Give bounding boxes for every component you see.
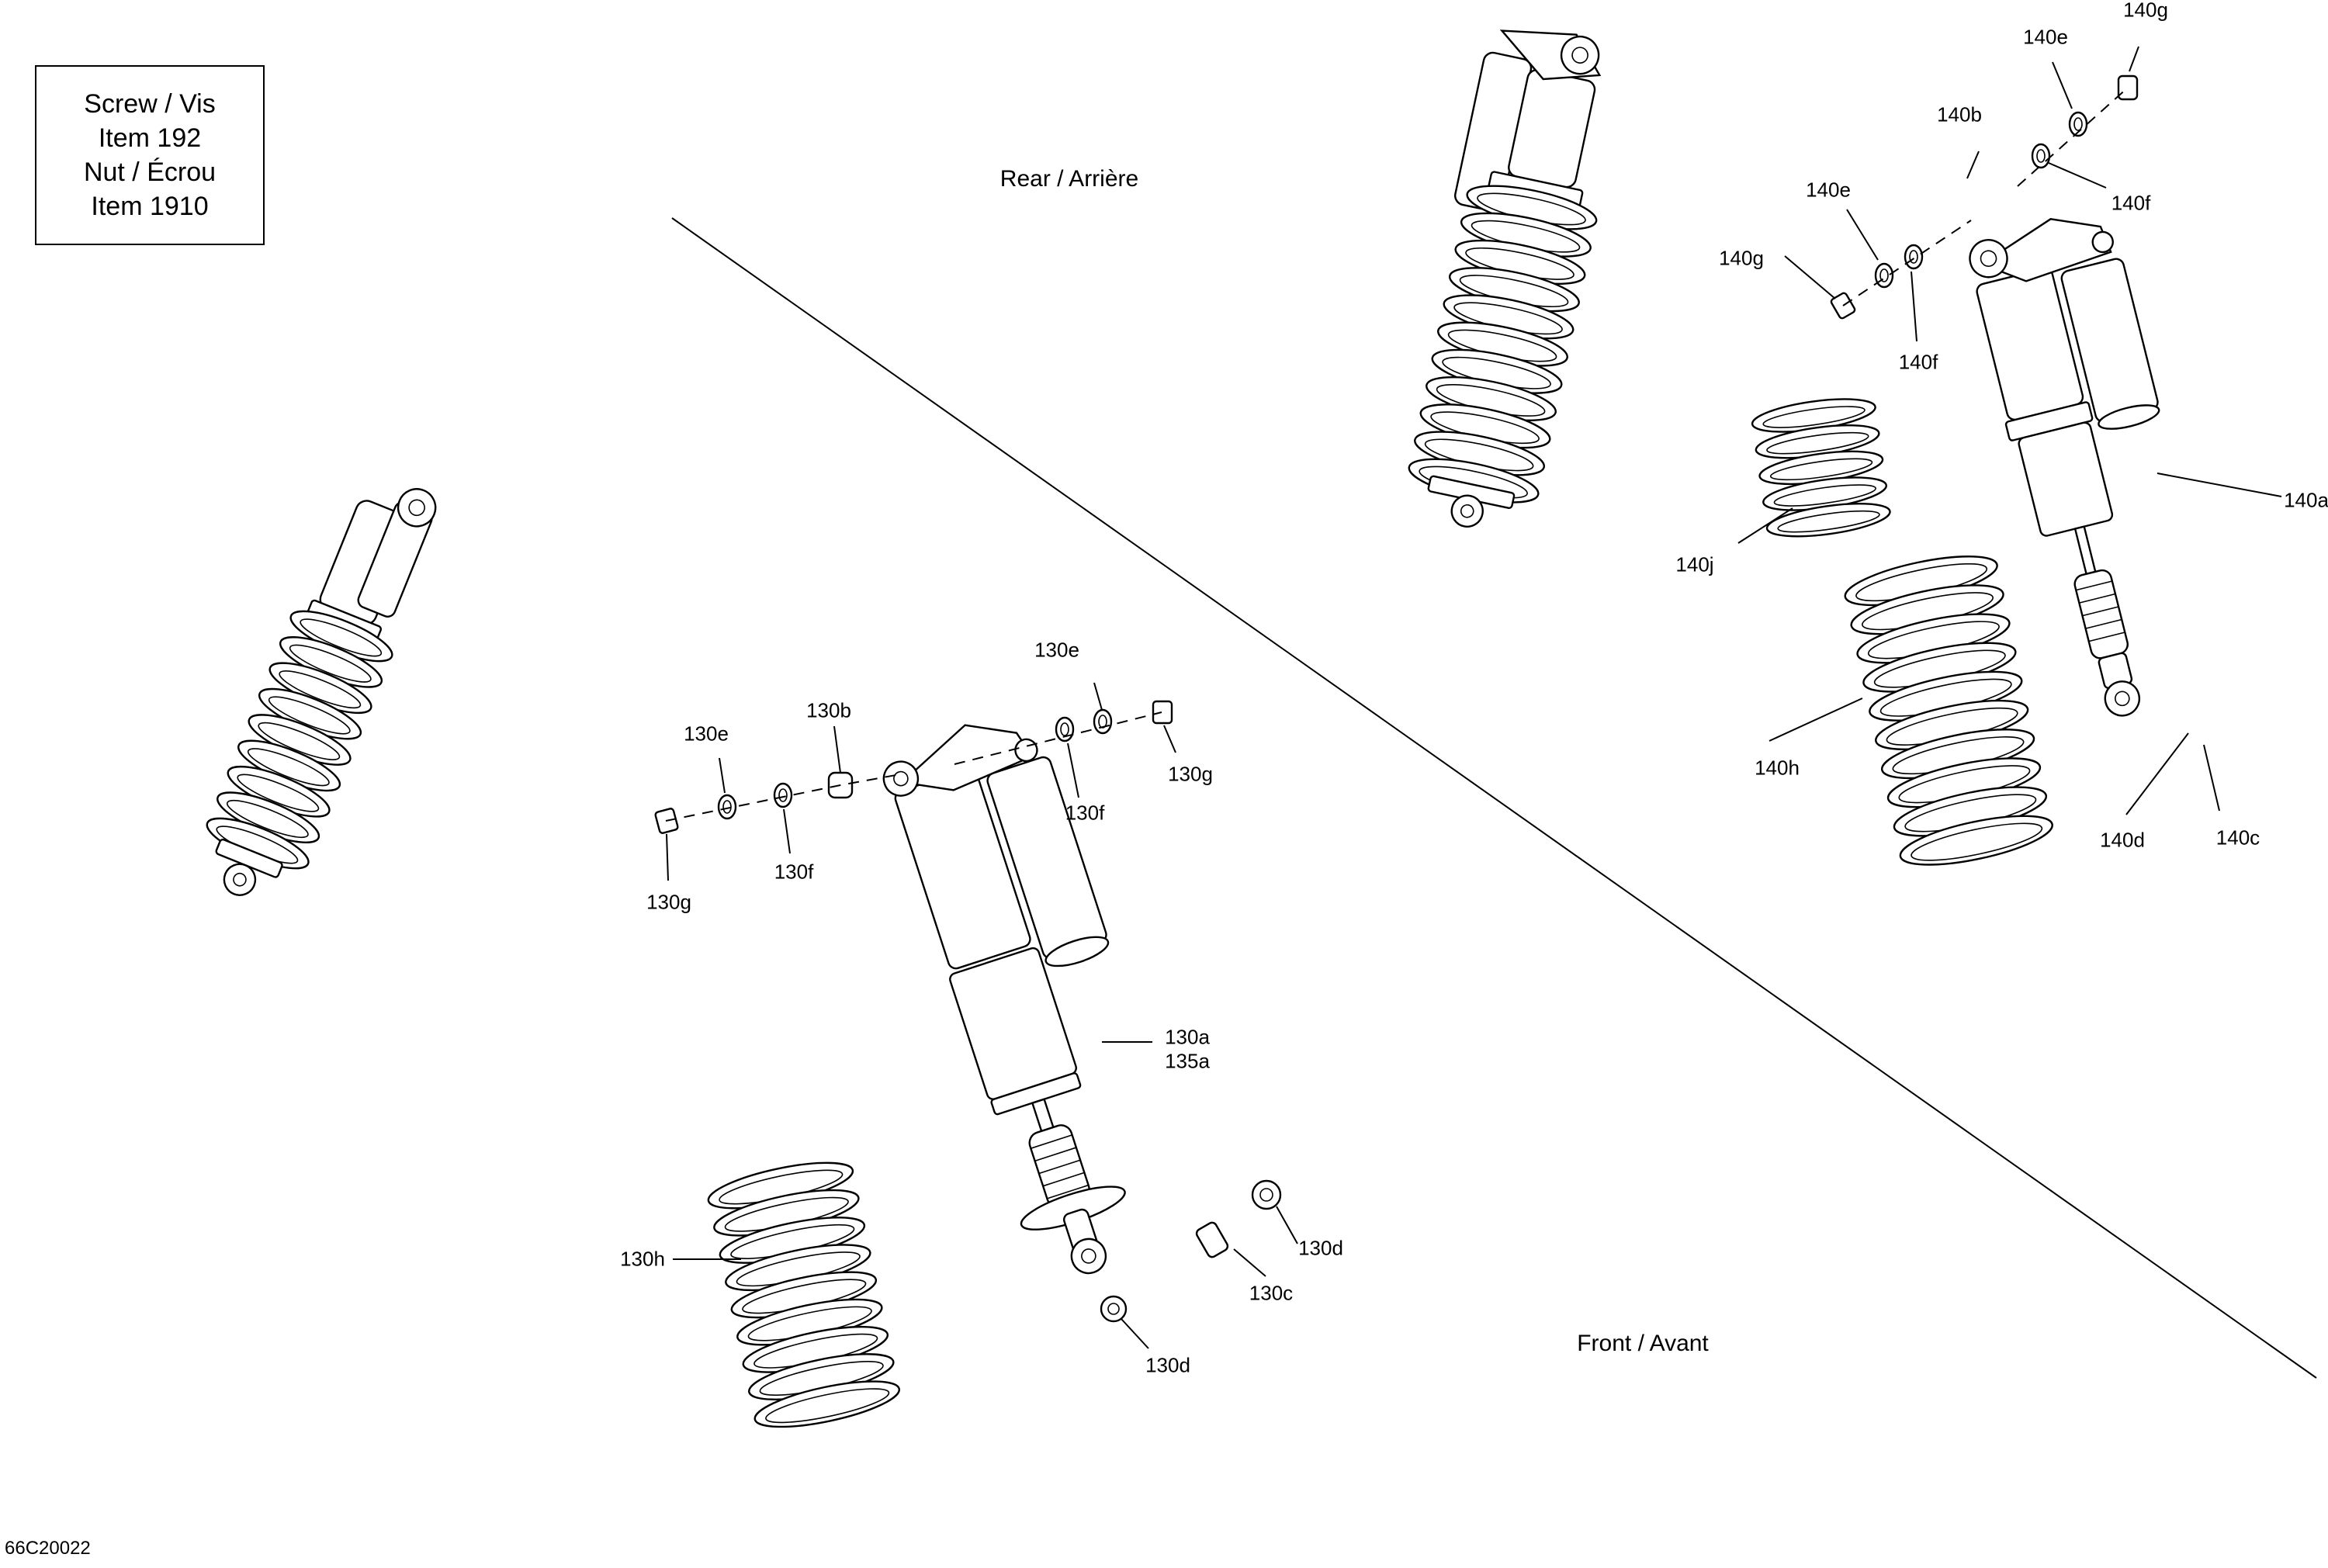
fastener-info-box: Screw / Vis Item 192 Nut / Écrou Item 19… <box>35 65 265 245</box>
left-coil-turn-inner <box>237 774 320 812</box>
assembled-shock-left <box>206 488 437 896</box>
info-nut: Nut / Écrou <box>83 157 217 187</box>
callout-140a: 140a <box>2284 488 2328 512</box>
rear-section-label: Rear / Arrière <box>999 166 1139 192</box>
callout-130d-top: 130d <box>1298 1236 1343 1260</box>
callout-140c: 140c <box>2215 826 2260 850</box>
rear-spring-j-turn-inner <box>1762 406 1866 428</box>
callout-130f-right: 130f <box>1065 801 1105 825</box>
left-coil-turn-inner <box>247 748 330 787</box>
rear-spring-j-turn-inner <box>1769 458 1873 481</box>
callout-130g-right: 130g <box>1168 762 1213 786</box>
section-divider-line <box>671 217 2317 1379</box>
callout-140j: 140j <box>1675 552 1714 576</box>
callout-140b: 140b <box>1937 102 1982 126</box>
rear-spring-140h <box>1844 556 2053 866</box>
leader-lines <box>666 46 2282 1349</box>
front-axis-line <box>665 711 1162 822</box>
front-spring-130h <box>707 1161 901 1428</box>
drawing-code: 66C20022 <box>5 1538 91 1559</box>
rear-spring-j-turn-inner <box>1773 484 1876 507</box>
callout-130e-right: 130e <box>1034 638 1079 662</box>
callout-130d-bottom: 130d <box>1145 1353 1190 1377</box>
info-nut-item: Item 1910 <box>91 192 209 221</box>
rear-spring-h-turn-inner <box>1911 822 2043 861</box>
callout-130e-left: 130e <box>684 722 729 746</box>
front-spring-turn-inner <box>765 1388 890 1424</box>
rear-spring-j-turn <box>1765 502 1891 538</box>
callout-130f-left: 130f <box>774 860 814 884</box>
callout-130a: 130a <box>1165 1025 1210 1049</box>
front-spring-turn <box>753 1380 901 1428</box>
callout-130g-left: 130g <box>646 890 691 914</box>
callout-140d: 140d <box>2100 828 2145 852</box>
left-coil-turn-inner <box>289 644 372 683</box>
callout-130h: 130h <box>620 1247 665 1271</box>
front-section-label: Front / Avant <box>1577 1331 1709 1356</box>
front-shock-body <box>882 724 1126 1275</box>
callout-135a: 135a <box>1165 1049 1210 1073</box>
callout-140h: 140h <box>1755 756 1800 780</box>
info-screw-item: Item 192 <box>98 123 202 153</box>
left-coil-turn-inner <box>279 670 362 709</box>
rear-shock-body <box>1969 218 2160 717</box>
info-screw: Screw / Vis <box>84 89 216 119</box>
left-coil-turn-inner <box>226 799 309 839</box>
left-coil-turn-inner <box>258 722 341 760</box>
callout-130b: 130b <box>806 698 851 722</box>
left-coil-turn-inner <box>300 618 383 657</box>
callout-140g-top: 140g <box>2123 0 2168 22</box>
rear-spring-j-turn-inner <box>1766 431 1869 455</box>
callout-140e-left: 140e <box>1806 178 1851 202</box>
callout-140e-top: 140e <box>2023 25 2068 49</box>
callout-140f-left: 140f <box>1898 350 1938 374</box>
left-coil-turn-inner <box>268 696 351 735</box>
rear-axis-line <box>1842 87 2129 306</box>
rear-spring-140j <box>1751 398 1891 538</box>
callout-140f-top: 140f <box>2111 191 2151 215</box>
callout-130c: 130c <box>1249 1281 1294 1305</box>
rear-spring-h-turn <box>1899 815 2053 866</box>
rear-spring-j-turn-inner <box>1777 510 1880 533</box>
callout-140g-left: 140g <box>1719 246 1764 270</box>
assembled-shock-rear <box>1408 29 1602 528</box>
